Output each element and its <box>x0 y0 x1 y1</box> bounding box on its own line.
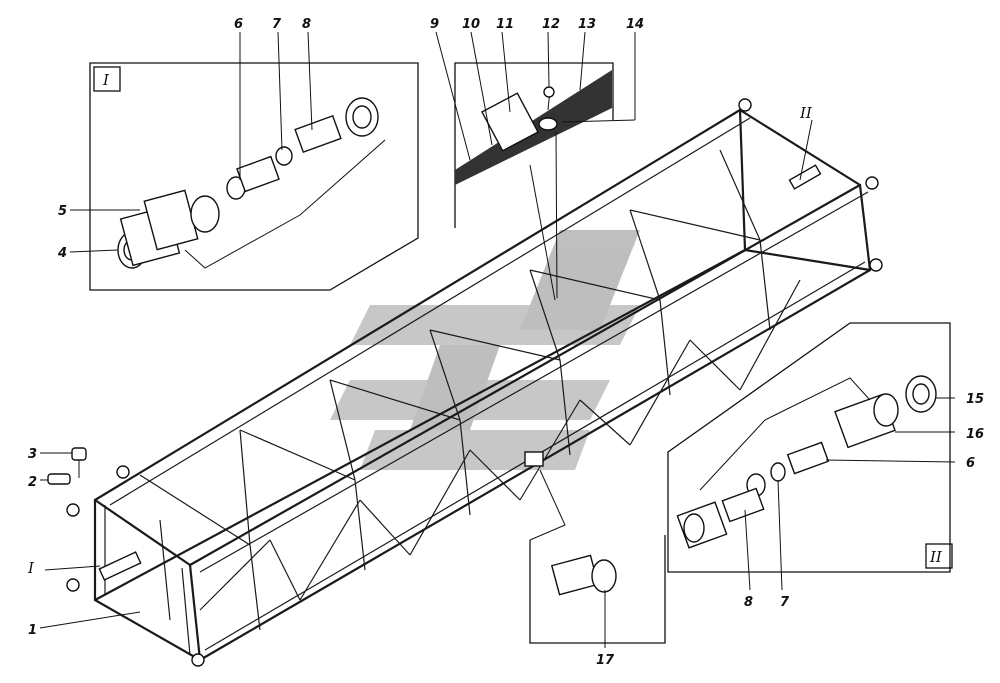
callout-9: 9 <box>430 17 439 32</box>
callout-4: 4 <box>57 246 67 261</box>
callout-10: 10 <box>462 17 480 32</box>
callout-8-top: 8 <box>302 17 311 32</box>
leader-lines <box>39 31 956 648</box>
callout-15: 15 <box>966 392 984 407</box>
marker-one: I <box>27 559 35 577</box>
callout-6-top: 6 <box>234 17 243 32</box>
bolt-parts <box>40 447 87 485</box>
detail-bottom-panel <box>529 469 666 644</box>
truss-frame <box>66 98 883 667</box>
watermark-logo <box>330 230 640 470</box>
detail-one-parts <box>117 97 386 269</box>
callout-2: 2 <box>28 475 37 490</box>
callout-12: 12 <box>542 17 560 32</box>
callout-3: 3 <box>28 447 37 462</box>
detail-two-label: II <box>929 548 943 566</box>
detail-two-panel: II <box>667 322 953 573</box>
callout-6-right: 6 <box>966 456 975 471</box>
callout-7-top: 7 <box>272 17 282 32</box>
callout-5: 5 <box>58 204 67 219</box>
callout-13: 13 <box>578 17 596 32</box>
callout-8-right: 8 <box>744 595 753 610</box>
detail-two-parts <box>676 375 937 549</box>
detail-top-panel <box>454 62 614 301</box>
detail-two-label-box <box>925 543 953 569</box>
detail-one-panel: I <box>89 62 419 291</box>
callout-14: 14 <box>626 17 644 32</box>
callout-11: 11 <box>496 17 514 32</box>
callout-labels: 1 2 3 4 5 6 7 8 9 10 11 12 13 14 15 16 6… <box>27 17 984 668</box>
marker-two: II <box>799 104 813 122</box>
callout-7-right: 7 <box>780 595 790 610</box>
callout-17: 17 <box>596 653 615 668</box>
callout-1: 1 <box>28 623 37 638</box>
callout-16: 16 <box>966 427 984 442</box>
detail-one-label: I <box>102 71 110 89</box>
detail-one-label-box <box>93 66 121 92</box>
